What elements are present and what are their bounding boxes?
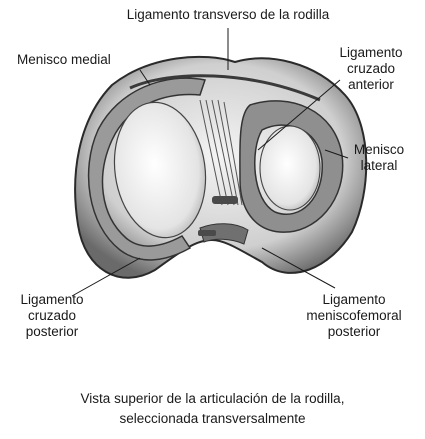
label-line: cruzado xyxy=(6,308,98,324)
label-meniscofemoral: Ligamento meniscofemoral posterior xyxy=(290,292,418,340)
label-line: Ligamento xyxy=(6,292,98,308)
label-anterior-cruciate: Ligamento cruzado anterior xyxy=(326,45,416,93)
cruciate-stump-lower xyxy=(198,230,216,236)
label-posterior-cruciate: Ligamento cruzado posterior xyxy=(6,292,98,340)
label-line: cruzado xyxy=(326,61,416,77)
label-line: lateral xyxy=(348,158,410,174)
label-line: anterior xyxy=(326,77,416,93)
label-line: posterior xyxy=(290,324,418,340)
label-line: Ligamento xyxy=(326,45,416,61)
caption-line-1: Vista superior de la articulación de la … xyxy=(0,390,425,408)
lateral-articular-surface xyxy=(260,126,320,210)
label-medial-meniscus: Menisco medial xyxy=(17,52,111,68)
label-transverse-ligament: Ligamento transverso de la rodilla xyxy=(78,7,378,23)
label-line: posterior xyxy=(6,324,98,340)
label-line: meniscofemoral xyxy=(290,308,418,324)
label-line: Ligamento xyxy=(290,292,418,308)
caption-line-2: seleccionada transversalmente xyxy=(0,410,425,428)
label-line: Menisco xyxy=(348,142,410,158)
label-lateral-meniscus: Menisco lateral xyxy=(348,142,410,174)
cruciate-stump-upper xyxy=(212,196,238,204)
